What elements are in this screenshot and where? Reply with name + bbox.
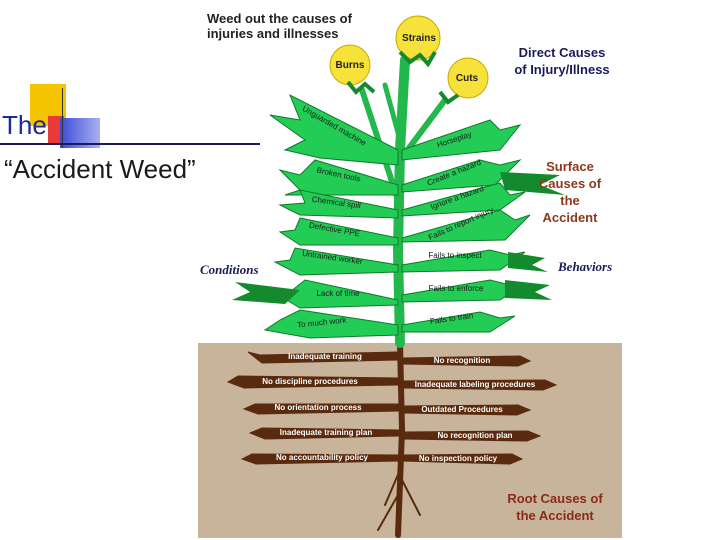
root-label-right-4: No recognition plan [437, 431, 512, 440]
root-label-right-2: Inadequate labeling procedures [415, 380, 536, 389]
soil [198, 343, 622, 538]
root-label-left-2: No discipline procedures [262, 377, 358, 386]
root-label-right-1: No recognition [434, 356, 491, 365]
deco-vertical-line [62, 88, 63, 148]
flower-burns [329, 44, 376, 95]
direct-causes-label: Direct Causes of Injury/Illness [514, 45, 610, 77]
leaf-label-left-6: Lack of time [316, 289, 360, 298]
root-system [226, 340, 558, 538]
flower-strains [395, 15, 441, 68]
leaf-label-right-5: Fails to inspect [428, 251, 482, 260]
root-label-left-5: No accountability policy [276, 453, 369, 462]
leaf-label-right-6: Fails to enforce [429, 284, 484, 293]
slide-title-line-2: “Accident Weed” [4, 154, 196, 184]
behaviors-label: Behaviors [558, 259, 613, 274]
root-causes-label: Root Causes of the Accident [507, 491, 603, 523]
deco-horizontal-line [0, 143, 260, 145]
root-label-left-1: Inadequate training [288, 352, 362, 361]
root-label-left-3: No orientation process [274, 403, 362, 412]
root-label-left-4: Inadequate training plan [280, 428, 373, 437]
root-label-right-5: No inspection policy [419, 454, 498, 463]
conditions-label: Conditions [200, 262, 259, 277]
flower-label-cuts: Cuts [456, 73, 479, 84]
left-leaves [263, 93, 399, 339]
diagram-header: Weed out the causes of injuries and illn… [207, 11, 352, 41]
slide-title-line-1: The [2, 110, 47, 140]
flower-cuts [438, 57, 489, 105]
flower-label-burns: Burns [336, 60, 365, 71]
shadow-leaves [232, 172, 565, 304]
root-label-right-3: Outdated Procedures [421, 405, 503, 414]
flower-label-strains: Strains [402, 33, 436, 44]
right-leaves [401, 119, 531, 333]
surface-causes-label: Surface Causes of the Accident [538, 159, 602, 225]
